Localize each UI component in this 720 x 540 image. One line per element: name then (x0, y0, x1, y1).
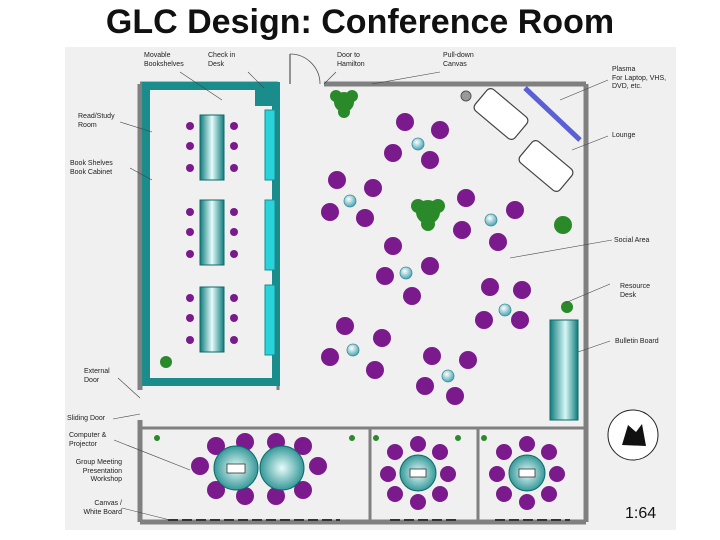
label-door-to-hamilton: Door to Hamilton (337, 52, 365, 68)
bulletin-board (549, 319, 579, 421)
label-pull-down-canvas: Pull-down Canvas (443, 52, 474, 68)
label-group-meeting: Group Meeting Presentation Workshop (75, 459, 122, 483)
lounge-sofas (473, 88, 574, 192)
label-movable-bookshelves: Movable Bookshelves (144, 52, 184, 68)
meeting-chairs (191, 433, 565, 510)
label-book-shelves: Book Shelves Book Cabinet (70, 160, 113, 176)
plant-icon (154, 90, 573, 441)
label-social-area: Social Area (614, 237, 650, 244)
check-in-desk (255, 86, 275, 106)
glc-logo (607, 409, 659, 461)
label-external-door: External Door (84, 368, 110, 384)
label-canvas-whiteboard: Canvas / White Board (83, 500, 122, 516)
scale-label: 1:64 (625, 505, 657, 522)
label-lounge: Lounge (612, 132, 636, 139)
label-read-study-room: Read/Study Room (78, 113, 115, 129)
label-resource-desk: Resource Desk (620, 283, 650, 299)
leader-lines (112, 71, 613, 521)
label-plasma: Plasma For Laptop, VHS, DVD, etc. (612, 66, 667, 90)
page-title: GLC Design: Conference Room (105, 3, 615, 41)
label-check-in-desk: Check in Desk (208, 52, 236, 68)
label-computer-projector: Computer & Projector (69, 432, 107, 448)
social-area-chairs (321, 113, 531, 405)
label-sliding-door: Sliding Door (67, 415, 106, 422)
label-bulletin-board: Bulletin Board (615, 338, 659, 345)
plasma-screen (523, 86, 582, 142)
bookshelves (142, 82, 280, 386)
